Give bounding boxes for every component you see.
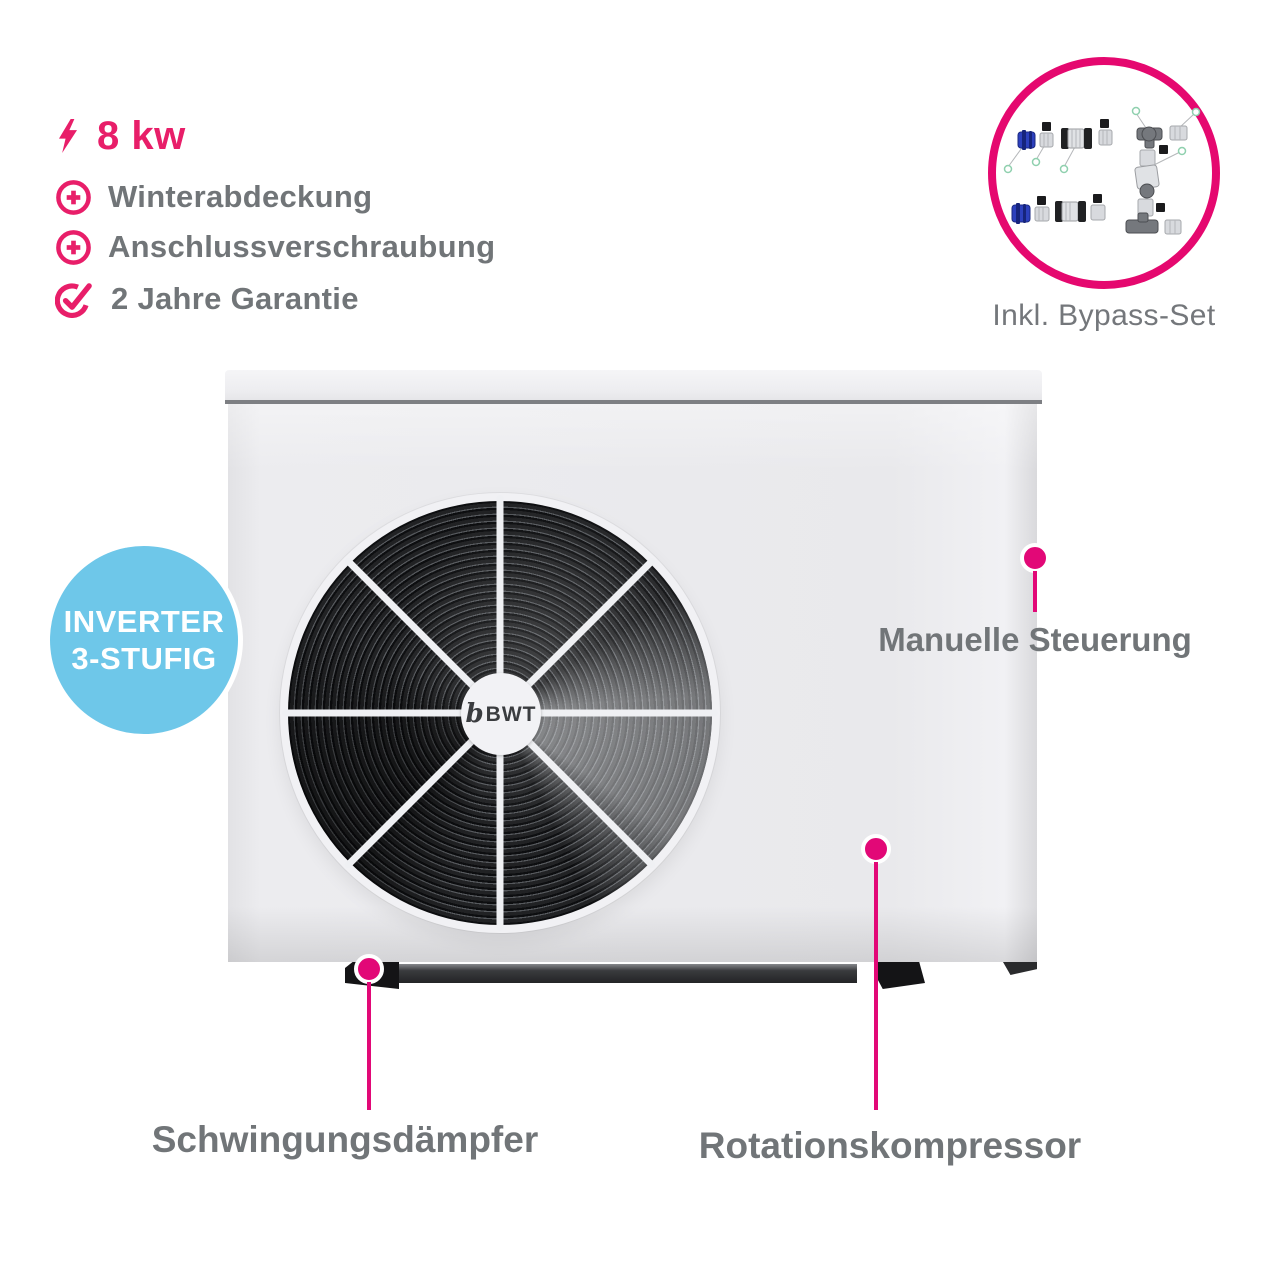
plus-circle-icon <box>56 229 91 265</box>
callout-label-manual-control: Manuelle Steuerung <box>878 621 1192 658</box>
inverter-badge: INVERTER 3-STUFIG <box>50 546 238 734</box>
callout-dot-rotary-compressor <box>861 834 891 864</box>
bypass-set-caption: Inkl. Bypass-Set <box>992 299 1216 332</box>
callout-label-rotary-compressor: Rotationskompressor <box>698 1125 1082 1166</box>
callout-label-vibration-damper: Schwingungsdämpfer <box>151 1119 539 1160</box>
bwt-logo-text: BWT <box>485 702 537 726</box>
check-circle-icon <box>55 282 92 318</box>
bypass-set-illustration <box>1003 106 1201 235</box>
bypass-set-badge <box>988 57 1220 289</box>
heat-pump-foot-corner <box>1003 962 1037 975</box>
callout-dot-manual-control <box>1020 543 1050 573</box>
feature-label-power: 8 kw <box>97 114 186 158</box>
heat-pump-lid <box>225 370 1042 400</box>
feature-label-winter-cover: Winterabdeckung <box>108 179 373 214</box>
callout-dot-vibration-damper <box>354 954 384 984</box>
bwt-logo: b BWT <box>465 701 536 727</box>
plus-circle-icon <box>56 179 91 215</box>
feature-label-warranty: 2 Jahre Garantie <box>111 281 359 316</box>
feature-row-power: 8 kw <box>55 116 186 156</box>
callout-line-manual-control <box>1033 571 1037 612</box>
feature-row-fittings: Anschlussverschraubung <box>55 227 495 267</box>
inverter-badge-line1: INVERTER <box>63 604 225 639</box>
feature-row-winter-cover: Winterabdeckung <box>55 177 372 217</box>
feature-label-fittings: Anschlussverschraubung <box>108 229 496 264</box>
fan-hub: b BWT <box>461 673 541 755</box>
bwt-logo-droplet: b <box>465 699 485 729</box>
callout-line-vibration-damper <box>367 982 371 1110</box>
callout-line-rotary-compressor <box>874 862 878 1110</box>
heat-pump-foot-right <box>877 962 925 989</box>
heat-pump-lid-edge <box>225 400 1042 404</box>
lightning-icon <box>58 119 78 153</box>
inverter-badge-line2: 3-STUFIG <box>71 641 217 676</box>
heat-pump-base-rail <box>395 964 857 983</box>
feature-row-warranty: 2 Jahre Garantie <box>55 279 359 319</box>
